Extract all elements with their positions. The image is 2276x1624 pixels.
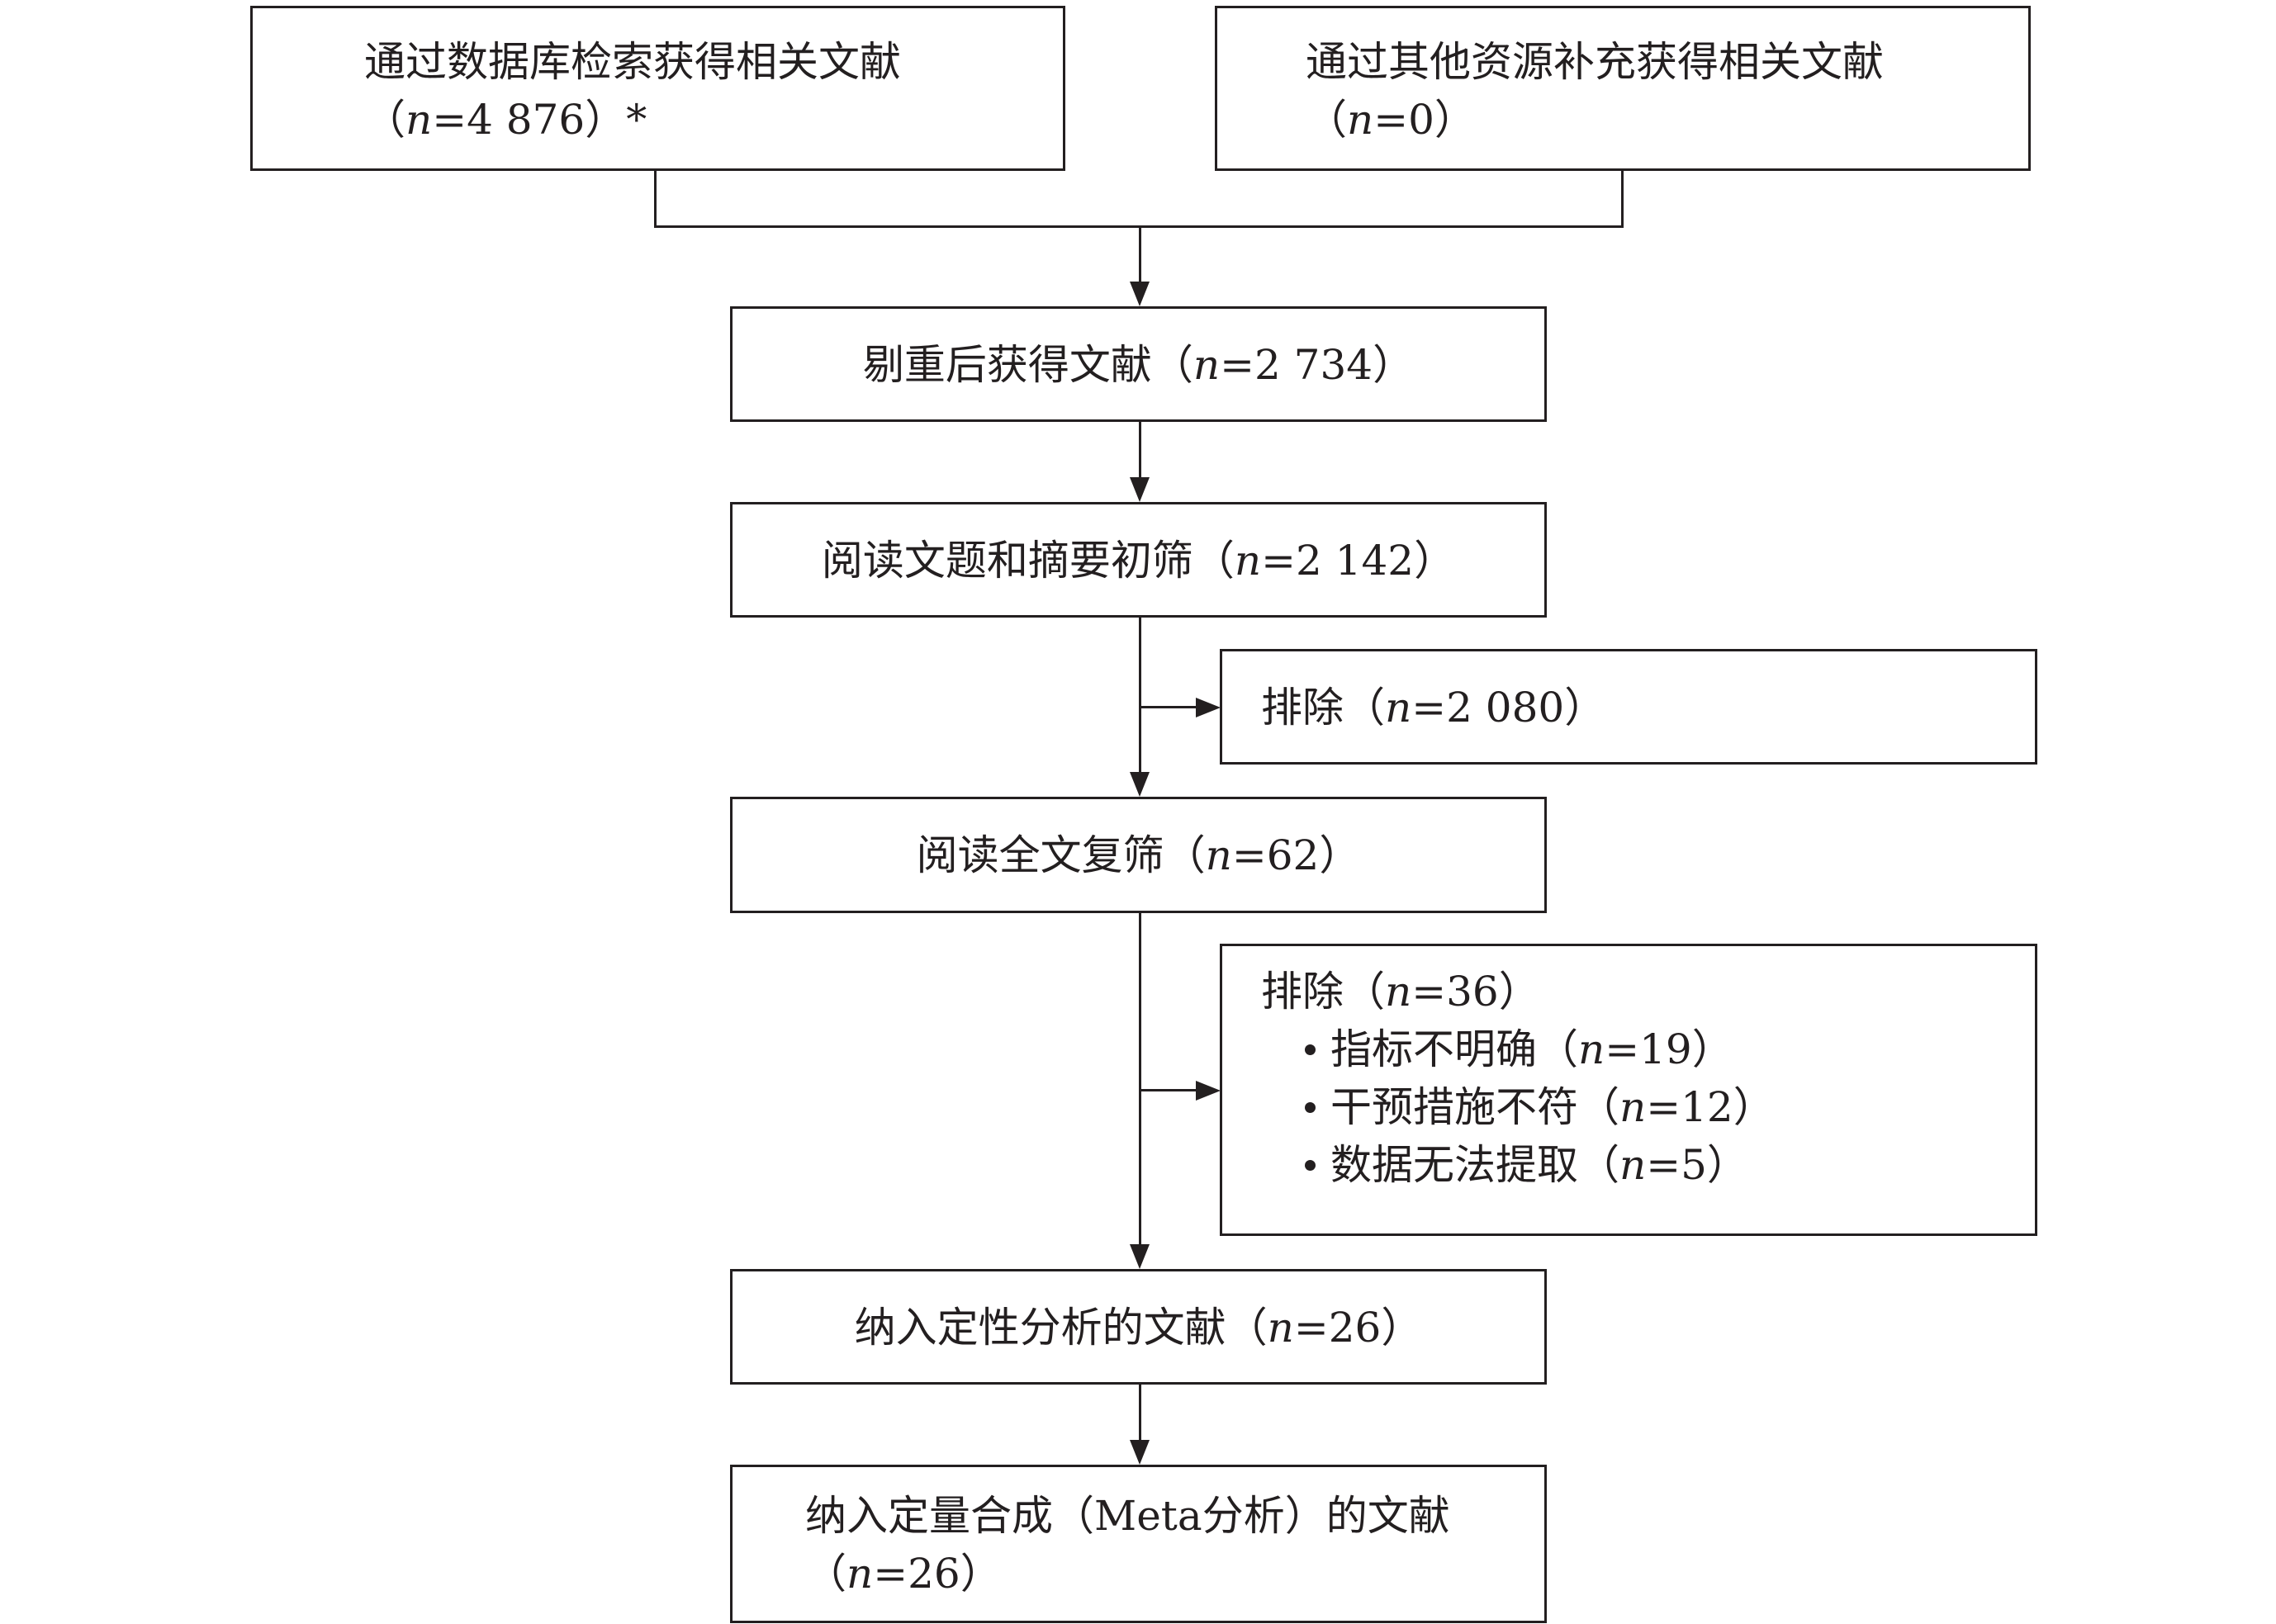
arrow-down-icon: [1130, 477, 1150, 502]
bullet-icon: [1305, 1044, 1316, 1055]
quantitative-synthesis-count: （n=26）: [805, 1550, 1002, 1598]
arrow-down-icon: [1130, 772, 1150, 797]
bullet-icon: [1305, 1101, 1316, 1113]
exclusion-reason: 指标不明确（n=19）: [1305, 1020, 1733, 1078]
connector-line: [1621, 169, 1624, 228]
connector-line: [1139, 911, 1141, 1245]
deduplicated-box: 剔重后获得文献（n=2 734）: [730, 306, 1547, 422]
excluded-text-1: 排除（n=2 080）: [1261, 684, 1606, 732]
deduplicated-text: 剔重后获得文献（n=2 734）: [862, 341, 1415, 389]
excluded-box-2: 排除（n=36） 指标不明确（n=19） 干预措施不符（n=12） 数据无法提取…: [1220, 944, 2037, 1236]
connector-line: [1139, 1383, 1141, 1442]
bullet-icon: [1305, 1159, 1316, 1171]
quantitative-synthesis-text: 纳入定量合成（Meta分析）的文献 （n=26）: [805, 1487, 1450, 1603]
other-sources-count: （n=0）: [1306, 96, 1476, 144]
fulltext-screening-text: 阅读全文复筛（n=62）: [916, 831, 1361, 879]
connector-line: [1139, 225, 1141, 283]
fulltext-screening-box: 阅读全文复筛（n=62）: [730, 797, 1547, 913]
other-sources-box: 通过其他资源补充获得相关文献 （n=0）: [1215, 6, 2031, 171]
connector-line: [1139, 1089, 1209, 1091]
qualitative-synthesis-box: 纳入定性分析的文献（n=26）: [730, 1269, 1547, 1385]
exclusion-reason: 干预措施不符（n=12）: [1305, 1078, 1775, 1136]
title-abstract-screening-box: 阅读文题和摘要初筛（n=2 142）: [730, 502, 1547, 618]
other-sources-label: 通过其他资源补充获得相关文献: [1306, 38, 1884, 86]
exclusion-reason: 数据无法提取（n=5）: [1305, 1136, 1748, 1194]
database-search-text: 通过数据库检索获得相关文献 （n=4 876）*: [364, 33, 901, 149]
database-search-box: 通过数据库检索获得相关文献 （n=4 876）*: [250, 6, 1065, 171]
excluded-box-1: 排除（n=2 080）: [1220, 649, 2037, 765]
arrow-down-icon: [1130, 282, 1150, 306]
title-abstract-screening-text: 阅读文题和摘要初筛（n=2 142）: [821, 537, 1456, 585]
excluded-text-2: 排除（n=36）: [1261, 968, 1540, 1016]
arrow-down-icon: [1130, 1440, 1150, 1465]
connector-line: [1139, 616, 1141, 773]
qualitative-synthesis-text: 纳入定性分析的文献（n=26）: [854, 1304, 1423, 1352]
connector-line: [1139, 706, 1209, 708]
quantitative-synthesis-box: 纳入定量合成（Meta分析）的文献 （n=26）: [730, 1465, 1547, 1623]
connector-line: [654, 169, 657, 228]
arrow-right-icon: [1196, 698, 1221, 717]
arrow-right-icon: [1196, 1081, 1221, 1101]
database-search-label: 通过数据库检索获得相关文献: [364, 38, 901, 86]
other-sources-text: 通过其他资源补充获得相关文献 （n=0）: [1306, 33, 1884, 149]
quantitative-synthesis-label: 纳入定量合成（Meta分析）的文献: [805, 1492, 1450, 1540]
database-search-count: （n=4 876）*: [364, 96, 647, 144]
connector-line: [1139, 420, 1141, 478]
arrow-down-icon: [1130, 1244, 1150, 1269]
